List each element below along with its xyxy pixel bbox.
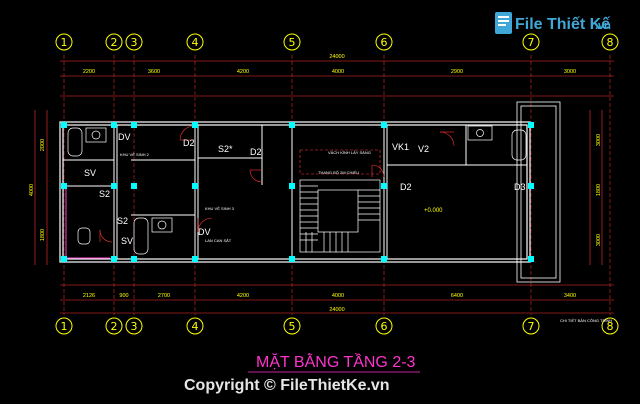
dimension-values-bottom: 2126 900 2700 4200 4000 6400 3400: [83, 293, 576, 299]
balcony: [516, 101, 561, 283]
room-label: D2: [400, 182, 412, 192]
wc-note: KHU VỆ SINH 2: [120, 152, 150, 157]
site-logo: File Thiết Kế .vn: [495, 12, 611, 34]
svg-text:4000: 4000: [29, 184, 35, 196]
svg-text:4000: 4000: [332, 293, 344, 299]
interior-walls: [63, 125, 527, 259]
grid-number: 3: [131, 320, 138, 333]
svg-text:3600: 3600: [148, 69, 160, 75]
dimension-lines-top: [60, 60, 614, 97]
room-label: VK1: [392, 142, 409, 152]
dimension-values-left: 4000 2000 1800: [29, 139, 46, 241]
wc-note: KHU VỆ SINH 3: [205, 206, 235, 211]
grid-bubbles-top: 1 2 3 4 5 6 7 8: [55, 33, 619, 51]
room-label: SV: [84, 168, 96, 178]
svg-text:2200: 2200: [83, 69, 95, 75]
level-mark: +0.000: [424, 208, 443, 214]
grid-number: 2: [111, 320, 118, 333]
svg-text:2900: 2900: [451, 69, 463, 75]
room-label: DV: [198, 227, 211, 237]
grid-number: 5: [289, 36, 296, 49]
grid-number: 5: [289, 320, 296, 333]
small-annotations: THANG BỘ 2M CHIẾU VÁCH KÍNH LẤY SÁNG KHU…: [120, 150, 612, 323]
grid-bubbles-bottom: 1 2 3 4 5 6 7 8: [55, 317, 619, 335]
legend-note: CHI TIẾT BẢN CÔNG TRÌNH: [560, 318, 612, 323]
grid-number: 1: [61, 320, 68, 333]
logo-domain: .vn: [595, 20, 611, 32]
copyright-watermark: Copyright © FileThietKe.vn: [184, 377, 390, 394]
svg-text:3400: 3400: [564, 293, 576, 299]
svg-text:1800: 1800: [40, 229, 46, 241]
room-label: S2*: [218, 144, 233, 154]
dimension-values-right: 3000 1800 3000: [596, 134, 602, 246]
svg-text:3000: 3000: [564, 69, 576, 75]
void-outline: [299, 149, 381, 175]
svg-text:900: 900: [119, 293, 128, 299]
svg-text:2700: 2700: [158, 293, 170, 299]
grid-number: 2: [111, 36, 118, 49]
grid-number: 8: [607, 36, 614, 49]
room-label: S2: [117, 216, 128, 226]
grid-number: 6: [381, 36, 388, 49]
grid-number: 4: [192, 36, 199, 49]
overall-dimension-bottom: 24000: [329, 307, 344, 313]
logo-text: File Thiết Kế: [515, 16, 610, 33]
svg-text:6400: 6400: [451, 293, 463, 299]
drawing-title: MẶT BẰNG TẦNG 2-3: [256, 352, 416, 371]
svg-text:2126: 2126: [83, 293, 95, 299]
grid-number: 7: [528, 36, 535, 49]
svg-text:4000: 4000: [332, 69, 344, 75]
overall-dimension-top: 24000: [329, 54, 344, 60]
grid-number: 4: [192, 320, 199, 333]
grid-number: 1: [61, 36, 68, 49]
room-label: D2: [250, 147, 262, 157]
room-label: S2: [99, 189, 110, 199]
room-label: V2: [418, 144, 429, 154]
svg-text:2000: 2000: [40, 139, 46, 151]
balcony-note: LAN CAN SẮT: [205, 238, 232, 243]
grid-number: 6: [381, 320, 388, 333]
room-labels: DV S2 D2 S2* D2 VK1 V2 D2 SV S2 D3 SV DV: [84, 132, 526, 246]
grid-number: 7: [528, 320, 535, 333]
grid-number: 3: [131, 36, 138, 49]
room-label: SV: [121, 236, 133, 246]
sanitary-fixtures: [67, 125, 527, 255]
svg-text:3000: 3000: [596, 234, 602, 246]
svg-text:4200: 4200: [237, 69, 249, 75]
room-label: DV: [118, 132, 131, 142]
stair-note: THANG BỘ 2M CHIẾU: [318, 170, 359, 175]
structural-columns: [61, 122, 534, 262]
void-note: VÁCH KÍNH LẤY SÁNG: [328, 150, 371, 155]
svg-text:1800: 1800: [596, 184, 602, 196]
svg-text:3000: 3000: [596, 134, 602, 146]
dimension-lines-side: [34, 110, 603, 265]
dimension-values-top: 2200 3600 4200 4000 2900 3000: [83, 69, 576, 75]
room-label: D2: [183, 138, 195, 148]
staircase: [299, 179, 381, 253]
dimension-lines-bottom: [60, 284, 614, 314]
svg-text:4200: 4200: [237, 293, 249, 299]
grid-number: 8: [607, 320, 614, 333]
room-label: D3: [514, 182, 526, 192]
